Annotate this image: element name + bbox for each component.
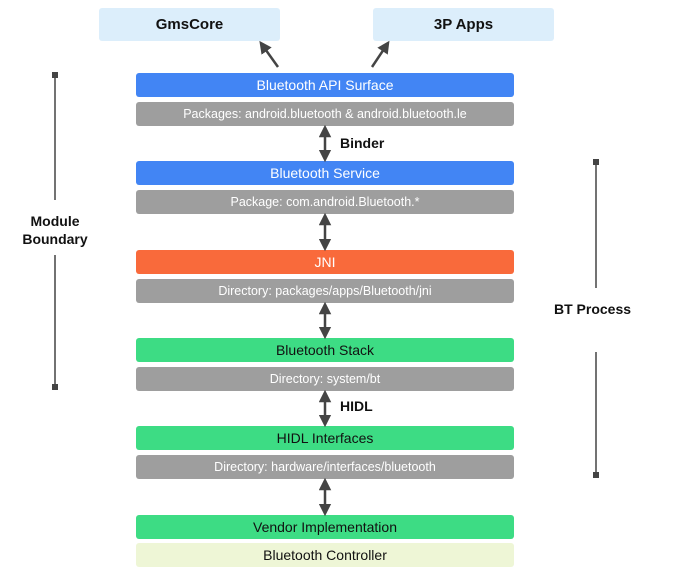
module-boundary-line-1: Module	[30, 213, 80, 229]
bluetooth-controller-title: Bluetooth Controller	[263, 547, 387, 563]
jni-detail-box: Directory: packages/apps/Bluetooth/jni	[136, 279, 514, 303]
arrow-to-3p-apps	[370, 40, 390, 68]
jni-title: JNI	[314, 254, 336, 270]
bluetooth-stack-detail-box: Directory: system/bt	[136, 367, 514, 391]
bluetooth-controller-box: Bluetooth Controller	[136, 543, 514, 567]
jni-box: JNI	[136, 250, 514, 274]
bluetooth-service-detail: Package: com.android.Bluetooth.*	[230, 195, 420, 209]
vendor-implementation-box: Vendor Implementation	[136, 515, 514, 539]
module-boundary-line-2: Boundary	[22, 231, 88, 247]
third-party-apps-label: 3P Apps	[433, 16, 494, 33]
hidl-label: HIDL	[340, 398, 373, 414]
gmscore-label: GmsCore	[155, 16, 224, 33]
bluetooth-api-surface-box: Bluetooth API Surface	[136, 73, 514, 97]
hidl-interfaces-box: HIDL Interfaces	[136, 426, 514, 450]
hidl-interfaces-detail-box: Directory: hardware/interfaces/bluetooth	[136, 455, 514, 479]
hidl-interfaces-title: HIDL Interfaces	[276, 430, 374, 446]
arrow-to-gmscore	[259, 40, 280, 68]
bluetooth-stack-title: Bluetooth Stack	[275, 342, 375, 358]
bt-process-label: BT Process	[554, 301, 632, 317]
binder-label: Binder	[340, 135, 385, 151]
module-boundary-bracket	[52, 72, 58, 390]
bt-process-bracket	[593, 159, 599, 478]
bluetooth-stack-box: Bluetooth Stack	[136, 338, 514, 362]
bluetooth-api-surface-detail: Packages: android.bluetooth & android.bl…	[183, 107, 467, 121]
gmscore-box: GmsCore	[99, 8, 280, 41]
hidl-interfaces-detail: Directory: hardware/interfaces/bluetooth	[214, 460, 436, 474]
bluetooth-service-box: Bluetooth Service	[136, 161, 514, 185]
jni-detail: Directory: packages/apps/Bluetooth/jni	[218, 284, 432, 298]
bluetooth-stack-detail: Directory: system/bt	[269, 372, 381, 386]
bluetooth-api-surface-title: Bluetooth API Surface	[256, 77, 394, 93]
bluetooth-service-title: Bluetooth Service	[270, 165, 380, 181]
bluetooth-api-surface-detail-box: Packages: android.bluetooth & android.bl…	[136, 102, 514, 126]
bluetooth-service-detail-box: Package: com.android.Bluetooth.*	[136, 190, 514, 214]
vendor-implementation-title: Vendor Implementation	[253, 519, 397, 535]
module-boundary-label: Module Boundary	[14, 212, 96, 248]
third-party-apps-box: 3P Apps	[373, 8, 554, 41]
